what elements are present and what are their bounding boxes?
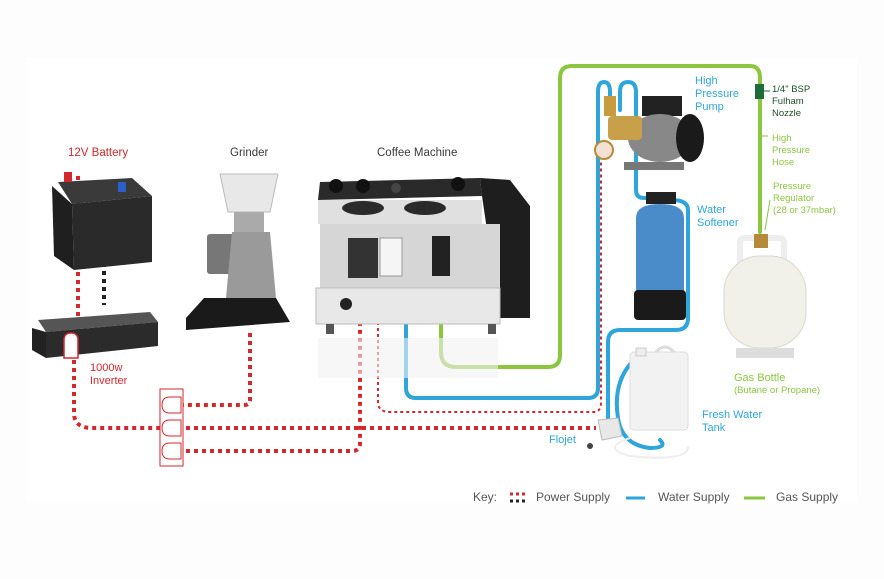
- grinder-label: Grinder: [230, 147, 269, 159]
- pump-label: High Pressure Pump: [695, 75, 739, 114]
- pump-icon: [594, 96, 704, 170]
- softener-label-line2: Softener: [697, 217, 739, 229]
- legend-swatches: [510, 492, 765, 503]
- water-line-machine-to-pump: [404, 79, 612, 400]
- espresso-machine-icon: [315, 177, 530, 378]
- pump-label-line1: High: [695, 75, 718, 87]
- hose-label: High Pressure Hose: [772, 133, 810, 169]
- car-battery-icon: [52, 172, 152, 270]
- water-softener-icon: [634, 192, 686, 320]
- nozzle-label-line3: Nozzle: [772, 108, 802, 119]
- coffee-machine-label: Coffee Machine: [377, 147, 458, 159]
- flojet-pump-icon: [587, 417, 623, 449]
- water-line-tank-to-flojet: [614, 356, 665, 451]
- power-line-machine-to-pump: [377, 150, 602, 413]
- power-inverter-icon: [32, 312, 158, 359]
- flojet-label: Flojet: [549, 434, 576, 446]
- hose-label-line1: High: [772, 133, 792, 144]
- battery-label: 12V Battery: [68, 147, 129, 159]
- gas-bottle-icon: [723, 234, 807, 358]
- inverter-label: 1000w Inverter: [90, 362, 127, 388]
- water-tank-label-line2: Tank: [702, 422, 726, 434]
- power-line-inverter-to-strip: [72, 360, 160, 430]
- pump-label-line3: Pump: [695, 101, 724, 113]
- power-strip: [159, 388, 184, 467]
- gas-bottle-label: Gas Bottle (Butane or Propane): [734, 372, 820, 397]
- nozzle-label-line2: Fulham: [772, 96, 804, 107]
- legend-water-label: Water Supply: [658, 490, 730, 504]
- gas-bottle-label-line1: Gas Bottle: [734, 372, 786, 384]
- water-line-pump-to-softener: [618, 79, 652, 200]
- legend-gas-label: Gas Supply: [776, 490, 839, 504]
- softener-label-line1: Water: [697, 204, 726, 216]
- regulator-label-line2: Regulator: [773, 193, 815, 204]
- power-line-strip-to-coffee-machine: [186, 322, 362, 453]
- power-line-grinder-to-strip: [182, 333, 252, 407]
- regulator-label-line1: Pressure: [773, 181, 812, 192]
- legend-power-label: Power Supply: [536, 490, 611, 504]
- coffee-grinder-icon: [186, 173, 290, 330]
- fulham-nozzle: [755, 84, 764, 99]
- inverter-label-line1: 1000w: [90, 362, 123, 374]
- hose-label-line2: Pressure: [772, 145, 811, 156]
- hose-label-line3: Hose: [772, 157, 795, 168]
- legend-key-label: Key:: [473, 490, 498, 504]
- pump-label-line2: Pressure: [695, 88, 740, 100]
- softener-label: Water Softener: [697, 204, 739, 230]
- water-tank-label-line1: Fresh Water: [702, 409, 763, 421]
- nozzle-label: 1/4" BSP Fulham Nozzle: [772, 84, 810, 120]
- inverter-label-line2: Inverter: [90, 375, 128, 387]
- gas-bottle-label-line2: (Butane or Propane): [734, 385, 821, 396]
- regulator-label: Pressure Regulator (28 or 37mbar): [773, 181, 836, 217]
- water-tank-label: Fresh Water Tank: [702, 409, 762, 435]
- water-jerrycan-icon: [614, 345, 689, 459]
- water-line-softener-to-flojet: [606, 198, 690, 434]
- nozzle-label-line1: 1/4" BSP: [772, 84, 811, 95]
- regulator-label-line3: (28 or 37mbar): [773, 205, 836, 216]
- regulator-pointer: [764, 199, 771, 231]
